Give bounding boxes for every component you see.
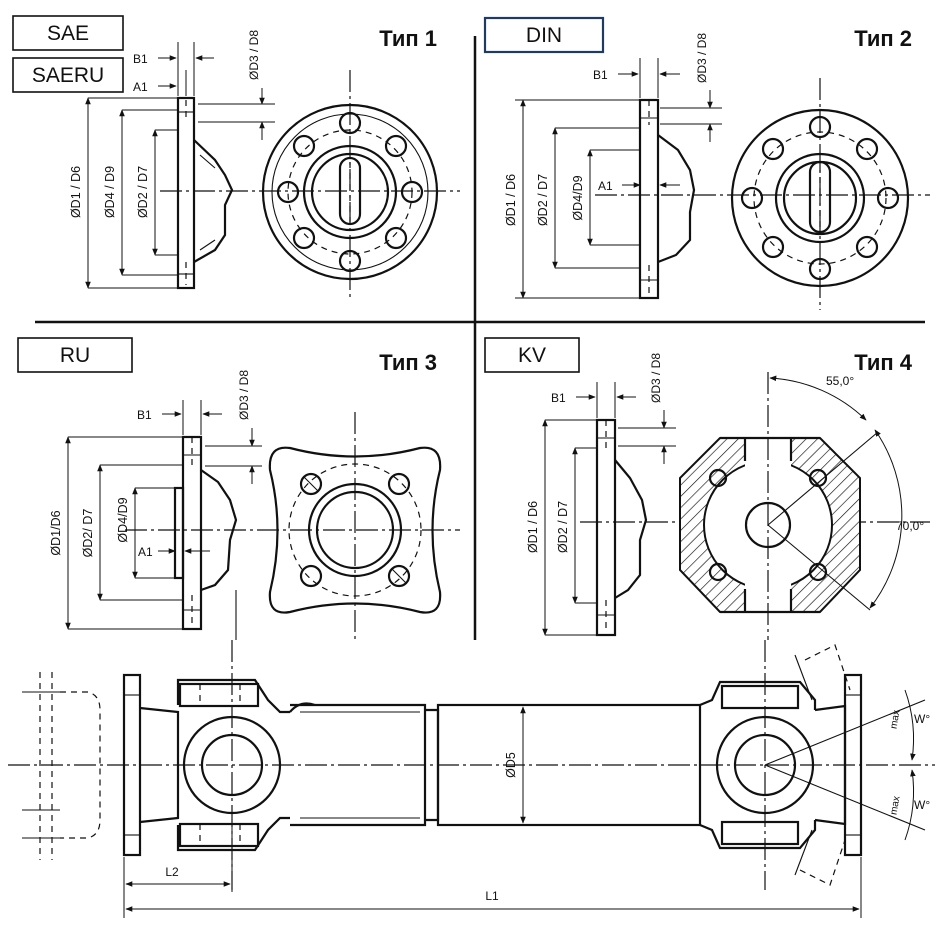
angle-side-label-bottom: max [888, 795, 902, 816]
dim-label-d5: ØD5 [504, 752, 518, 778]
right-flange [843, 673, 863, 857]
flange-side-view-1 [176, 96, 234, 290]
standard-label-sae: SAE [47, 22, 89, 45]
flange-front-view-4 [679, 372, 903, 640]
dim-label-l2: L2 [165, 865, 179, 879]
dim-label-d2-2: ØD2 / D7 [536, 174, 550, 226]
dim-label-d4-2: ØD4/D9 [571, 175, 585, 220]
flange-side-view-2 [638, 98, 696, 300]
panel-type-1: SAE SAERU Тип 1 ØD1 / D6 ØD4 / D9 ØD2 / … [12, 15, 460, 300]
type-label-3: Тип 3 [379, 350, 437, 375]
dim-label-d4: ØD4 / D9 [103, 166, 117, 218]
flange-front-view-3 [268, 412, 442, 640]
dim-label-d3-2: ØD3 / D8 [695, 33, 709, 83]
standard-box-ru [17, 337, 133, 373]
type-label-4: Тип 4 [854, 350, 913, 375]
dim-label-b1-2: B1 [593, 68, 608, 82]
flange-side-view-3 [173, 435, 238, 640]
dim-label-b1-3: B1 [137, 408, 152, 422]
angle-label-w-top: W° [914, 712, 930, 726]
panel-type-4: KV Тип 4 ØD1 / D6 ØD2 / D7 B1 ØD3 / D8 [484, 337, 930, 640]
cardan-shaft-assembly: ØD5 W° W° max max L2 L1 [8, 640, 935, 918]
dim-label-d2: ØD2 / D7 [136, 166, 150, 218]
dim-label-b1: B1 [133, 52, 148, 66]
panel-type-2: DIN Тип 2 ØD1 / D6 ØD2 / D7 ØD4/D9 B1 [483, 16, 930, 310]
dim-label-d1-3: ØD1/D6 [49, 510, 63, 555]
dim-label-b1-4: B1 [551, 391, 566, 405]
dim-label-d3-3: ØD3 / D8 [237, 370, 251, 420]
dim-label-d1-2: ØD1 / D6 [504, 174, 518, 226]
standard-box-saeru [12, 57, 124, 93]
flange-front-view-2 [730, 78, 910, 310]
standard-box-kv [484, 337, 580, 373]
dim-label-d2-4: ØD2 / D7 [556, 501, 570, 553]
dim-label-a1-2: A1 [598, 179, 613, 193]
type-label-1: Тип 1 [379, 26, 437, 51]
dim-label-d2-3: ØD2/ D7 [81, 509, 95, 558]
dim-label-d4-3: ØD4/D9 [116, 497, 130, 542]
flange-side-view-4 [595, 418, 648, 637]
dim-label-d3: ØD3 / D8 [247, 30, 261, 80]
main-tube [436, 703, 702, 827]
standard-label-din: DIN [526, 24, 562, 47]
dim-label-a1-3: A1 [138, 545, 153, 559]
angle-side-label-top: max [888, 709, 902, 730]
dim-label-a1: A1 [133, 80, 148, 94]
standard-label-ru: RU [60, 344, 90, 367]
dim-label-d3-4: ØD3 / D8 [649, 353, 663, 403]
type-label-2: Тип 2 [854, 26, 912, 51]
dim-label-l1: L1 [485, 889, 499, 903]
angle-label-55: 55,0° [826, 374, 854, 388]
angle-label-w-bottom: W° [914, 798, 930, 812]
flange-front-view-1 [261, 70, 439, 300]
left-flange [122, 673, 142, 857]
dim-label-d1: ØD1 / D6 [69, 166, 83, 218]
dim-label-d1-4: ØD1 / D6 [526, 501, 540, 553]
angle-label-70: 70,0° [896, 519, 924, 533]
standard-box-din [483, 16, 605, 54]
panel-type-3: RU Тип 3 ØD1/D6 ØD2/ D7 ØD4/D9 B1 [17, 337, 460, 640]
standard-label-kv: KV [518, 344, 546, 367]
standard-label-saeru: SAERU [32, 64, 104, 87]
standard-box-sae [12, 15, 124, 51]
